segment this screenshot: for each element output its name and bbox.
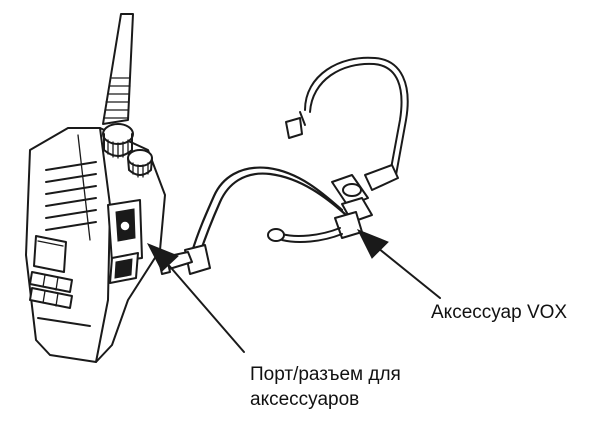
vox-accessory-label: Аксессуар VOX [431,302,568,323]
radio-antenna [102,13,134,125]
volume-knob-icon [102,123,134,159]
headset-side-pad [285,117,303,139]
headset-earpiece [331,164,399,239]
accessory-port-label: Порт/разъем для аксессуаров [250,362,401,412]
accessory-port-label-line2: аксессуаров [250,389,360,410]
arrow-vox-icon [356,229,441,299]
speaker-grille [45,161,97,231]
channel-knob-icon [127,149,153,178]
headset-cable [157,166,347,275]
arrow-port-icon [146,243,245,353]
accessory-port [107,199,143,284]
two-way-radio [25,13,166,363]
antenna-ribs [103,77,131,119]
microphone-icon [267,228,285,242]
headset-boom [281,227,341,237]
keypad [29,271,73,309]
headset-headband [304,56,409,176]
vox-headset [267,56,409,243]
accessory-port-label-line1: Порт/разъем для [250,364,401,385]
side-groove [77,134,91,241]
